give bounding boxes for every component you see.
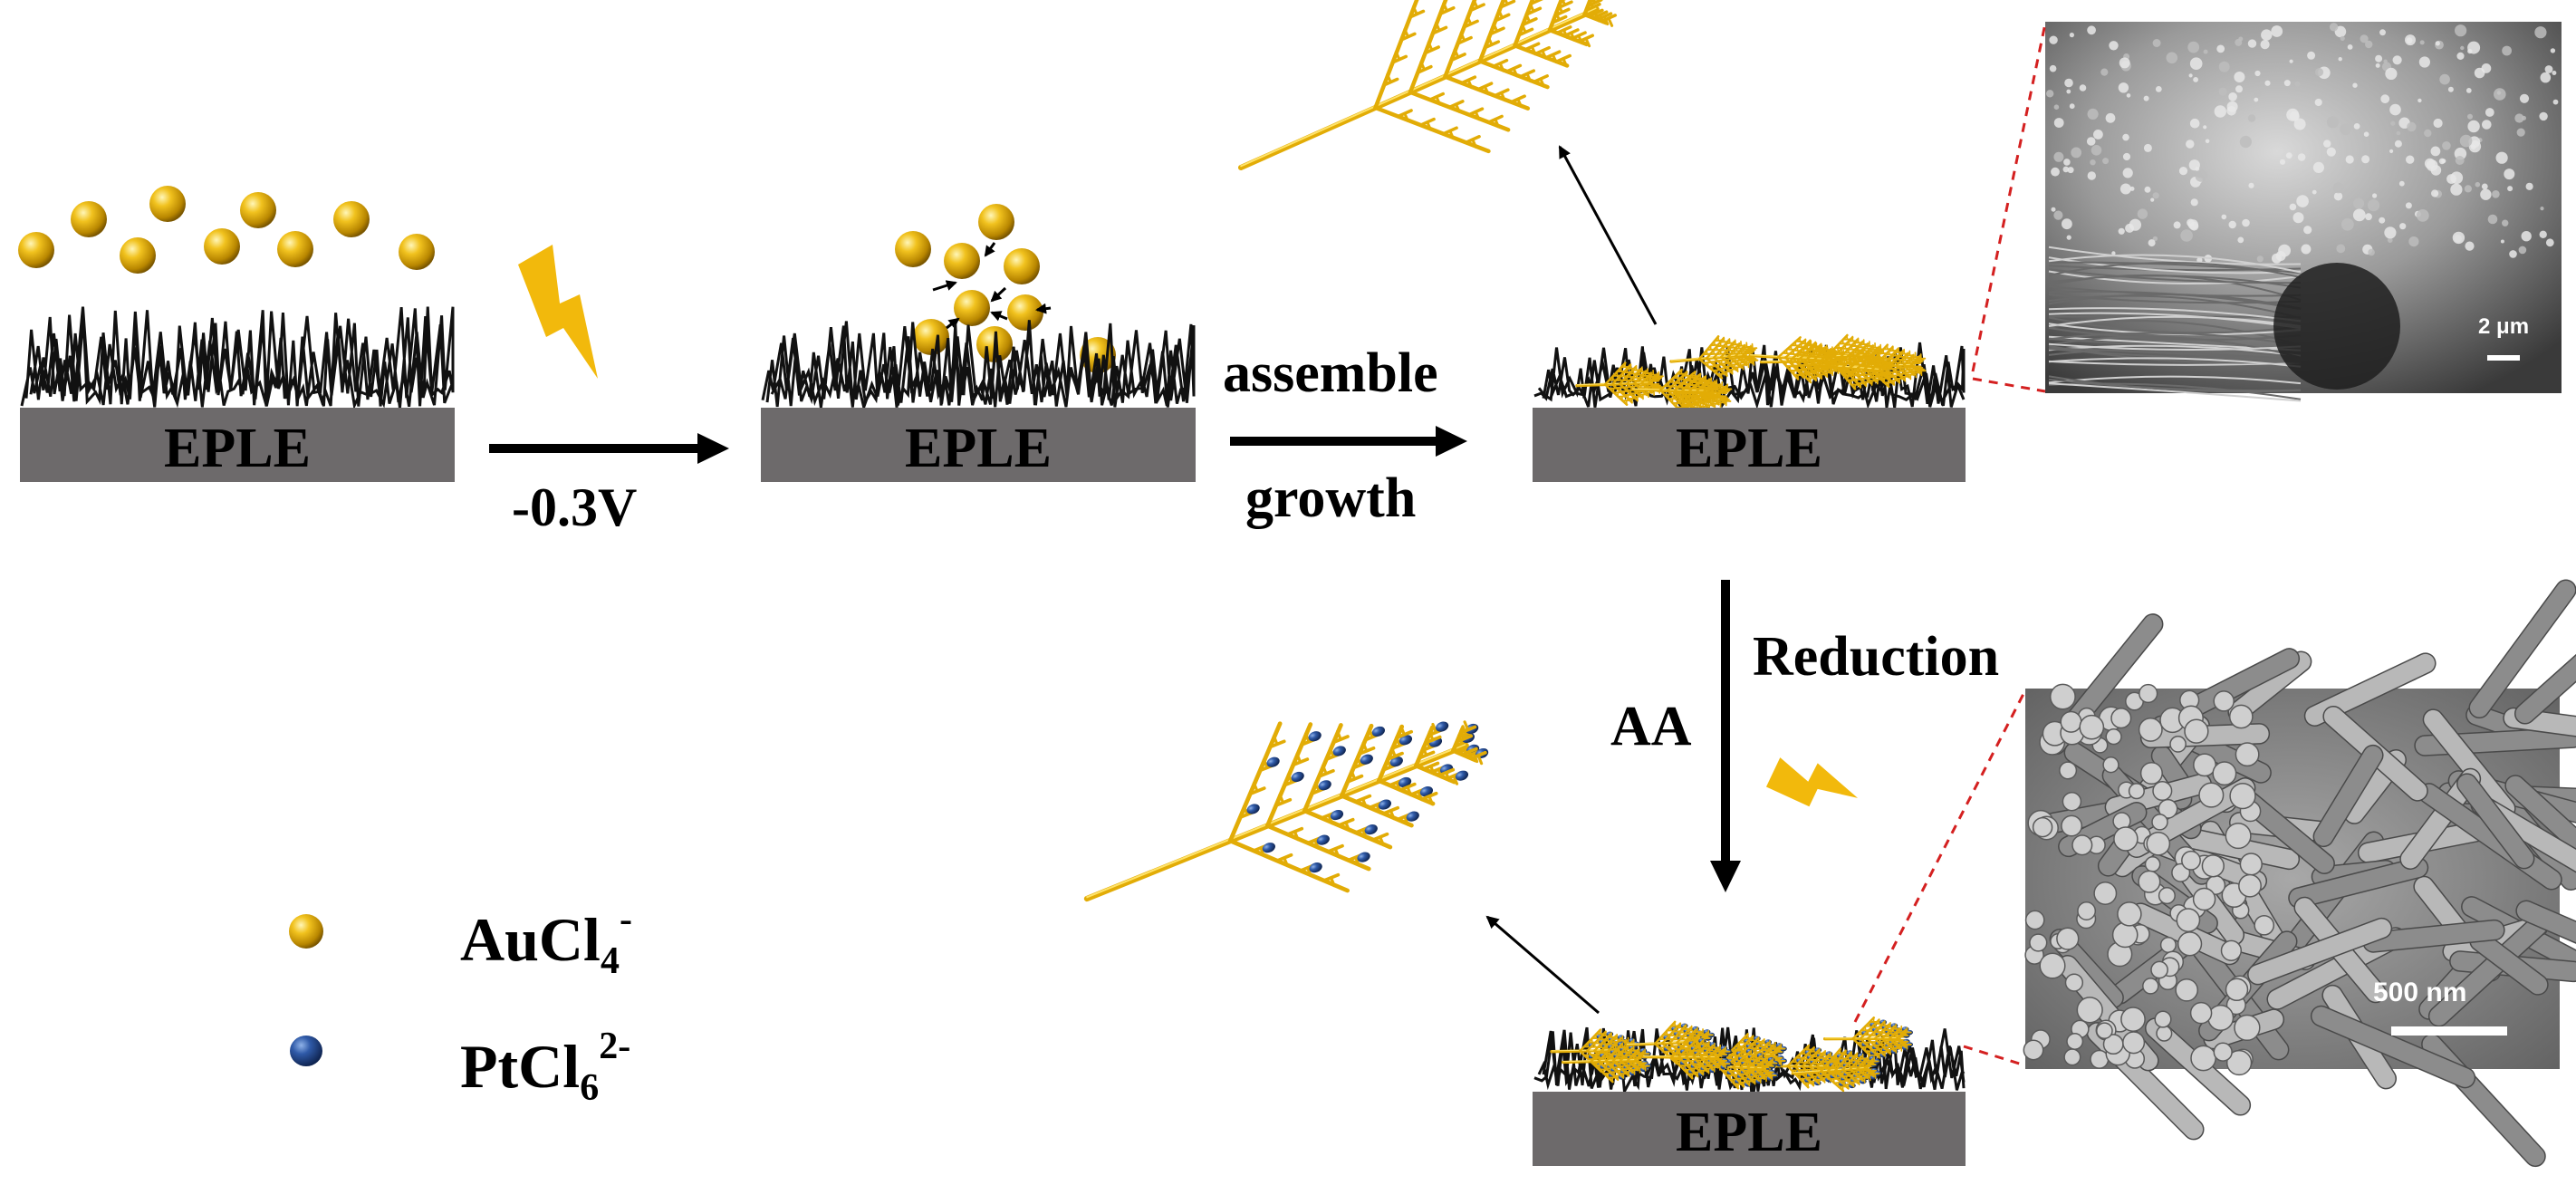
pt-gold-dendrite-mat <box>1550 1016 1914 1093</box>
legend-au-label: AuCl4- <box>460 899 632 982</box>
gold-ion-sphere <box>1007 294 1043 331</box>
growth-label: growth <box>1245 467 1416 529</box>
eple-substrate-2 <box>761 408 1196 482</box>
gold-ion-sphere <box>954 290 990 326</box>
gold-ion-sphere <box>913 319 949 355</box>
gold-dendrite-mat <box>1575 333 1927 415</box>
sem-image-bottom: 500 nm <box>2023 579 2576 1168</box>
eple-label-4: EPLE <box>1676 1102 1822 1163</box>
lightning-bolt-icon-2 <box>1765 757 1859 807</box>
panel-dendrite-growth: EPLE <box>1533 145 1966 482</box>
arrow-step-1 <box>489 433 729 464</box>
gold-ion-sphere <box>895 231 931 267</box>
gold-ion-sphere <box>978 204 1014 240</box>
gold-ion-sphere <box>944 243 980 279</box>
lightning-bolt-icon <box>518 245 598 379</box>
eple-label-1: EPLE <box>164 418 311 479</box>
gold-dendrite-zoom <box>1238 0 1618 170</box>
voltage-label: -0.3V <box>512 477 637 537</box>
gold-sphere-icon <box>289 914 323 949</box>
eple-substrate-4 <box>1533 1092 1966 1166</box>
gold-ion-sphere <box>1004 248 1040 284</box>
migration-arrows <box>932 242 1052 330</box>
gold-ion-group-1 <box>18 186 435 274</box>
gold-ion-sphere <box>240 192 276 228</box>
panel-initial: EPLE <box>18 186 455 482</box>
panel-final: EPLE <box>1533 1016 1966 1166</box>
gold-ion-sphere <box>277 231 313 267</box>
gold-ion-sphere <box>120 237 156 274</box>
carbon-fiber-layer-1 <box>20 306 455 410</box>
reduction-label: Reduction <box>1753 626 1999 688</box>
gold-ion-sphere <box>71 201 107 237</box>
zoom-dashes-top <box>1971 23 2047 393</box>
scale-bar-label-top: 2 μm <box>2478 314 2529 339</box>
zoom-arrow-gold <box>1558 145 1658 325</box>
assemble-label: assemble <box>1223 342 1438 404</box>
gold-ion-sphere <box>399 234 435 270</box>
legend-pt-label: PtCl62- <box>460 1026 630 1109</box>
pt-decorated-dendrite-zoom <box>1083 720 1489 902</box>
panel-nucleation: EPLE <box>761 204 1196 482</box>
gold-ion-sphere <box>204 228 240 265</box>
eple-label-2: EPLE <box>905 418 1052 479</box>
carbon-fiber-layer-2 <box>761 320 1196 412</box>
arrow-step-2 <box>1230 426 1467 457</box>
zoom-arrow-pt <box>1485 915 1600 1015</box>
eple-substrate-1 <box>20 408 455 482</box>
scale-bar-label-bottom: 500 nm <box>2373 978 2466 1007</box>
zoom-dashes-bottom <box>1853 689 2027 1067</box>
eple-substrate-3 <box>1533 408 1966 482</box>
arrow-reduction <box>1710 580 1741 892</box>
legend: AuCl4- PtCl62- <box>289 899 632 1109</box>
eple-label-3: EPLE <box>1676 418 1822 479</box>
reagent-label: AA <box>1610 696 1692 757</box>
gold-ion-sphere <box>149 186 186 222</box>
gold-ion-sphere <box>18 232 54 268</box>
blue-sphere-icon <box>290 1036 322 1066</box>
gold-ion-sphere <box>333 201 370 237</box>
sem-image-top: 2 μm <box>2045 22 2562 402</box>
